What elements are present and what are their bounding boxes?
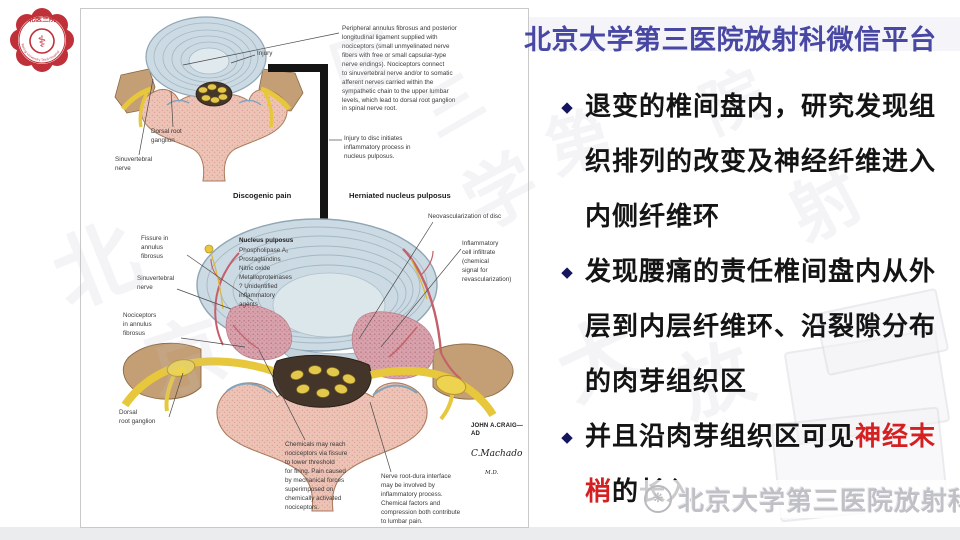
bullet-text-line: 并且沿肉芽组织区可见神经末	[585, 422, 937, 452]
label-chemicals: Chemicals may reach nociceptors via fiss…	[285, 441, 348, 511]
label-dorsal-root-ganglion-bottom: Dorsal root ganglion	[119, 409, 156, 425]
label-peripheral-annulus: Peripheral annulus fibrosus and posterio…	[342, 25, 457, 113]
anatomy-illustration	[114, 16, 514, 512]
heading-herniated-nucleus: Herniated nucleus pulposus	[349, 191, 451, 200]
bullet-diamond-icon: ◆	[561, 428, 573, 446]
bottom-vertebra-diagram	[121, 218, 514, 512]
label-fissure: Fissure in annulus fibrosus	[141, 235, 169, 260]
label-sinuvertebral-nerve-top: Sinuvertebral nerve	[115, 156, 153, 172]
spinal-nerves	[121, 357, 497, 421]
bullet-text-line: 层到内层纤维环、沿裂隙分布	[585, 312, 937, 342]
label-neovascularization: Neovascularization of disc	[428, 213, 502, 220]
logo-top-text: 北医三院	[28, 14, 56, 23]
top-vertebra-diagram	[114, 16, 304, 182]
anatomy-figure-panel: Peripheral annulus fibrosus and posterio…	[80, 8, 529, 528]
title-background-band	[500, 17, 960, 51]
bullet-text-line: 退变的椎间盘内，研究发现组	[585, 92, 937, 122]
label-injury-process: Injury to disc initiates inflammatory pr…	[344, 135, 411, 160]
highlighted-text: 神经末	[855, 422, 937, 452]
bullet-list: ◆ 退变的椎间盘内，研究发现组织排列的改变及神经纤维进入内侧纤维环 ◆ 发现腰痛的责任…	[549, 80, 949, 520]
bullet-item-1: ◆ 退变的椎间盘内，研究发现组织排列的改变及神经纤维进入内侧纤维环	[549, 80, 949, 245]
bullet-text: 发现腰痛的责任椎间盘内从外层到内层纤维环、沿裂隙分布的肉芽组织区	[585, 245, 945, 410]
bullet-text-line: 的肉芽组织区	[585, 367, 748, 397]
label-nucleus-pulposus-title: Nucleus pulposus	[239, 237, 294, 244]
leader-lines	[138, 32, 462, 473]
illustrator-signature: JOHN A.CRAIG—AD	[471, 422, 524, 438]
illustrator-signature-degree: M.D.	[485, 469, 499, 476]
caduceus-icon: ⚕	[38, 32, 47, 51]
footer-watermark: ❋ 北京大学第三医院放射科	[640, 480, 960, 518]
label-sinuvertebral-nerve-bottom: Sinuvertebral nerve	[137, 275, 175, 291]
label-nucleus-pulposus-agents: Phospholipase A₂ Prostaglandins Nitric o…	[239, 247, 292, 308]
bullet-item-2: ◆ 发现腰痛的责任椎间盘内从外层到内层纤维环、沿裂隙分布的肉芽组织区	[549, 245, 949, 410]
bullet-text: 退变的椎间盘内，研究发现组织排列的改变及神经纤维进入内侧纤维环	[585, 80, 945, 245]
bullet-diamond-icon: ◆	[561, 98, 573, 116]
bullet-text-line: 内侧纤维环	[585, 202, 721, 232]
hospital-logo: 北医三院 ⚕ Peking University Third Hospital	[10, 8, 74, 72]
cauda-equina-roots	[290, 365, 356, 398]
label-injury: Injury	[257, 50, 273, 57]
bullet-text-line: 发现腰痛的责任椎间盘内从外	[585, 257, 937, 287]
highlighted-text: 梢	[585, 477, 613, 507]
label-inflammatory-cell: Inflammatory cell infiltrate (chemical s…	[462, 240, 512, 283]
bullet-text-line: 织排列的改变及神经纤维进入	[585, 147, 937, 177]
bullet-diamond-icon: ◆	[561, 263, 573, 281]
label-nerve-root-dura: Nerve root-dura interface may be involve…	[381, 473, 461, 525]
hospital-seal-icon: ❋	[644, 485, 672, 513]
illustrator-signature-2: C.Machado	[471, 448, 523, 459]
slide-title: 北京大学第三医院放射科微信平台	[524, 25, 937, 56]
label-dorsal-root-ganglion-top: Dorsal root ganglion	[151, 128, 182, 144]
neovascular-vessels	[210, 248, 462, 380]
heading-discogenic-pain: Discogenic pain	[233, 191, 292, 200]
label-nociceptors: Nociceptors in annulus fibrosus	[123, 312, 157, 337]
footer-watermark-text: 北京大学第三医院放射科	[678, 486, 960, 517]
bottom-strip	[0, 527, 960, 540]
